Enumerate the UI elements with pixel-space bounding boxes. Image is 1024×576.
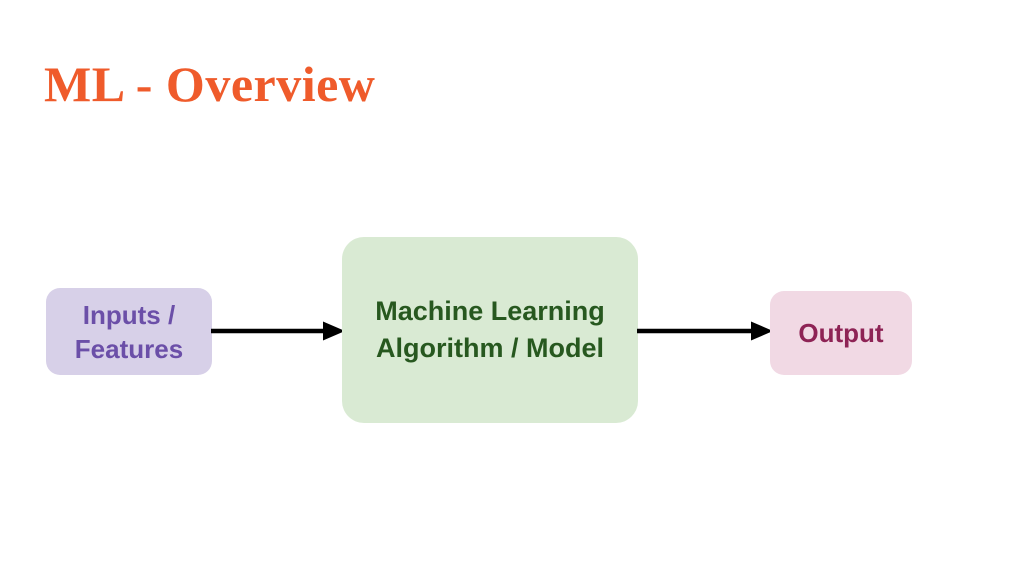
node-inputs-features[interactable]: Inputs / Features [46,288,212,375]
node-output-label: Output [798,318,884,348]
node-ml-algorithm-model-label: Machine Learning Algorithm / Model [375,296,605,363]
node-inputs-features-label: Inputs / Features [74,299,184,364]
arrow-model-to-output-icon [637,321,773,341]
node-output[interactable]: Output [770,291,912,375]
page-title: ML - Overview [44,56,376,112]
node-ml-algorithm-model[interactable]: Machine Learning Algorithm / Model [342,237,638,423]
arrow-inputs-to-model-icon [211,321,345,341]
